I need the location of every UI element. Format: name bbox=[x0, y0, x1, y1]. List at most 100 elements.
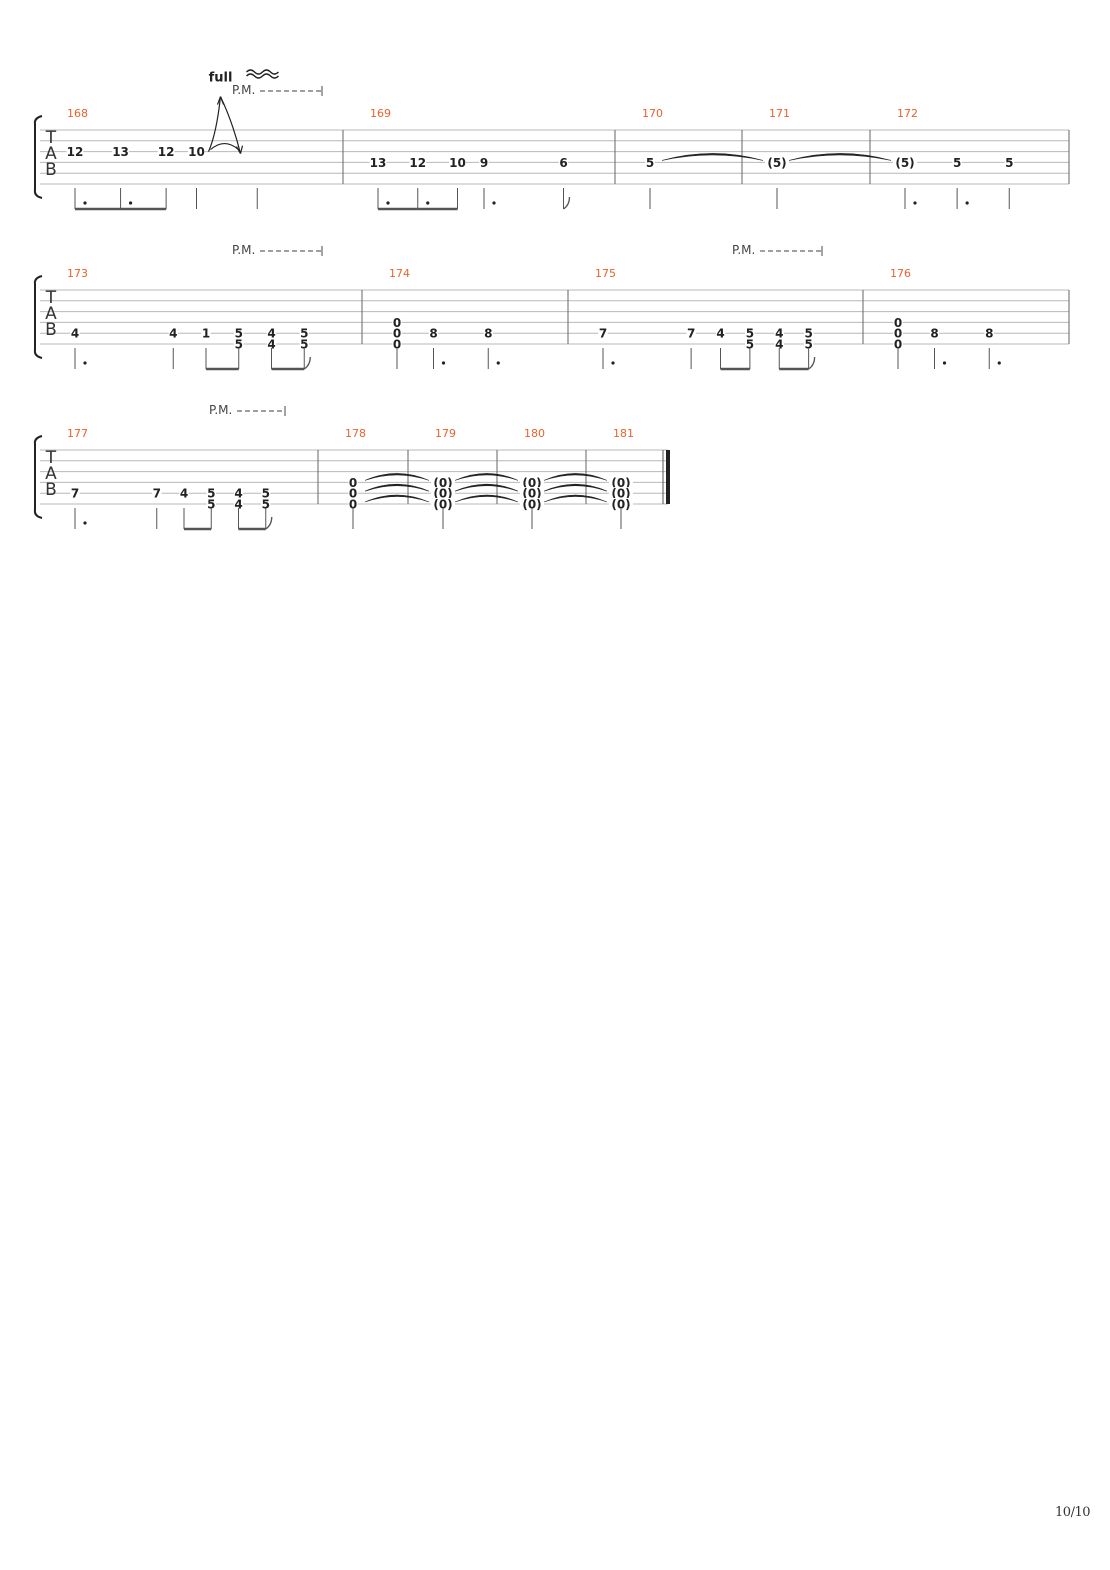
fret-bg bbox=[519, 476, 545, 488]
tie bbox=[454, 494, 519, 503]
measure-number: 175 bbox=[595, 267, 616, 280]
rhythm-dot bbox=[386, 201, 390, 205]
fret-number: 0 bbox=[393, 327, 401, 341]
fret-number: 5 bbox=[262, 498, 270, 512]
fret-number: 0 bbox=[349, 476, 357, 490]
measure-number: 179 bbox=[435, 427, 456, 440]
fret-bg bbox=[715, 327, 726, 339]
fret-bg bbox=[234, 327, 244, 339]
fret-number: 12 bbox=[158, 145, 175, 159]
fret-bg bbox=[803, 327, 814, 339]
fret-bg bbox=[188, 145, 205, 157]
fret-number: 7 bbox=[687, 327, 695, 341]
rhythm-dot bbox=[128, 201, 133, 205]
fret-number: 0 bbox=[393, 316, 401, 330]
tab-clef-letter: B bbox=[45, 480, 57, 500]
fret-bg bbox=[369, 156, 387, 168]
rhythm-dot bbox=[965, 201, 969, 205]
tab-clef-letter: B bbox=[45, 320, 57, 340]
rhythm-dot bbox=[83, 521, 87, 525]
fret-number: 5 bbox=[300, 327, 308, 341]
fret-bg bbox=[70, 327, 80, 339]
fret-bg bbox=[266, 327, 277, 339]
fret-number: 0 bbox=[894, 338, 902, 352]
tie bbox=[543, 483, 608, 492]
fret-number: 12 bbox=[409, 156, 426, 170]
fret-number: 4 bbox=[267, 338, 275, 352]
fret-number: 5 bbox=[804, 338, 812, 352]
tie bbox=[364, 483, 430, 492]
fret-bg bbox=[608, 487, 634, 499]
rhythm-dot bbox=[83, 361, 87, 365]
fret-number: 7 bbox=[71, 487, 79, 501]
fret-bg bbox=[745, 327, 755, 339]
tie bbox=[543, 494, 608, 503]
fret-number: 5 bbox=[646, 156, 654, 170]
fret-number: 13 bbox=[112, 145, 129, 159]
fret-number: 7 bbox=[599, 327, 607, 341]
fret-bg bbox=[1004, 156, 1014, 168]
palm-mute-label: P.M. bbox=[232, 83, 255, 97]
fret-bg bbox=[430, 487, 456, 499]
tab-clef-letter: B bbox=[45, 160, 57, 180]
fret-number: (0) bbox=[611, 498, 630, 512]
fret-bg bbox=[206, 487, 216, 499]
rhythm-dot bbox=[611, 361, 615, 365]
fret-bg bbox=[392, 338, 402, 349]
fret-number: 5 bbox=[262, 487, 270, 501]
measure-number: 169 bbox=[370, 107, 391, 120]
fret-bg bbox=[479, 156, 489, 168]
fret-bg bbox=[984, 327, 994, 339]
measure-number: 176 bbox=[890, 267, 911, 280]
fret-bg bbox=[233, 487, 244, 499]
fret-number: 4 bbox=[71, 327, 79, 341]
fret-number: 5 bbox=[1005, 156, 1013, 170]
fret-bg bbox=[686, 327, 696, 339]
fret-bg bbox=[893, 338, 903, 349]
eighth-flag bbox=[563, 196, 571, 210]
eighth-flag bbox=[808, 356, 816, 370]
fret-bg bbox=[430, 498, 456, 509]
fret-number: 7 bbox=[153, 487, 161, 501]
tie bbox=[364, 473, 430, 481]
fret-bg bbox=[558, 156, 569, 168]
fret-bg bbox=[234, 338, 244, 349]
fret-number: 12 bbox=[67, 145, 84, 159]
fret-bg bbox=[348, 498, 358, 509]
fret-bg bbox=[179, 487, 189, 499]
fret-number: 0 bbox=[349, 487, 357, 501]
measure-number: 178 bbox=[345, 427, 366, 440]
fret-bg bbox=[519, 487, 545, 499]
palm-mute-label: P.M. bbox=[732, 243, 755, 257]
fret-number: 10 bbox=[188, 145, 205, 159]
fret-number: 6 bbox=[559, 156, 567, 170]
fret-bg bbox=[608, 498, 634, 509]
fret-number: 4 bbox=[169, 327, 177, 341]
tie bbox=[454, 473, 519, 481]
fret-bg bbox=[157, 145, 175, 157]
fret-number: 4 bbox=[234, 498, 242, 512]
fret-number: 5 bbox=[804, 327, 812, 341]
fret-number: 4 bbox=[267, 327, 275, 341]
fret-bg bbox=[168, 327, 178, 339]
fret-bg bbox=[152, 487, 162, 499]
rhythm-dot bbox=[426, 201, 430, 205]
release-arrowhead bbox=[235, 145, 244, 154]
fret-bg bbox=[299, 338, 309, 349]
tab-clef-letter: T bbox=[45, 128, 57, 148]
tab-clef-letter: A bbox=[45, 464, 57, 484]
eighth-flag bbox=[265, 516, 273, 530]
fret-number: (0) bbox=[522, 476, 541, 490]
fret-number: 5 bbox=[235, 338, 243, 352]
fret-number: (0) bbox=[522, 487, 541, 501]
tab-clef-letter: A bbox=[45, 144, 57, 164]
fret-number: 8 bbox=[429, 327, 437, 341]
fret-bg bbox=[299, 327, 309, 339]
fret-bg bbox=[428, 327, 439, 339]
tie bbox=[661, 153, 764, 161]
fret-bg bbox=[206, 498, 216, 509]
fret-number: 4 bbox=[180, 487, 188, 501]
tab-clef-letter: T bbox=[45, 448, 57, 468]
fret-number: 0 bbox=[894, 327, 902, 341]
